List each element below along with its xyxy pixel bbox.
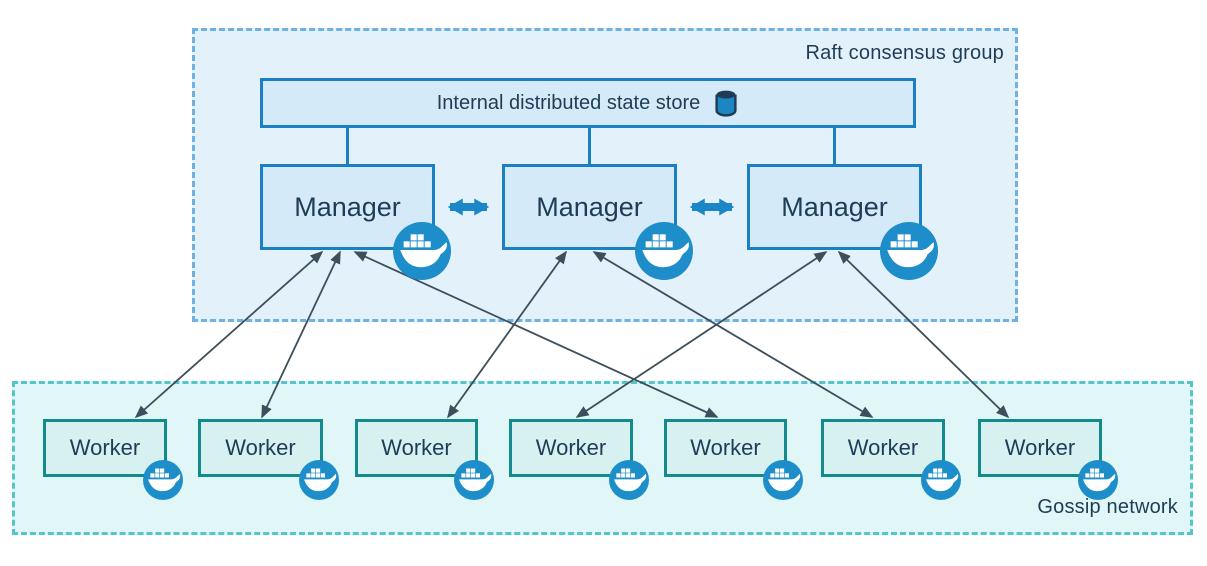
docker-whale-icon (393, 222, 451, 280)
docker-whale-icon (299, 460, 339, 500)
worker-4-box: Worker (509, 419, 633, 477)
worker-4-label: Worker (535, 435, 607, 460)
manager-1-box: Manager (260, 164, 435, 250)
worker-2-label: Worker (225, 435, 296, 460)
docker-whale-icon (880, 222, 938, 280)
state-store-label: Internal distributed state store (436, 91, 701, 114)
worker-7-label: Worker (1004, 435, 1076, 460)
docker-whale-icon (143, 460, 183, 500)
manager-2-box: Manager (502, 164, 677, 250)
manager-1-label: Manager (294, 191, 401, 222)
state-store-box: Internal distributed state store (260, 78, 916, 128)
docker-whale-icon (921, 460, 961, 500)
manager-2-label: Manager (536, 191, 643, 222)
docker-whale-icon (609, 460, 649, 500)
worker-5-box: Worker (664, 419, 787, 477)
docker-whale-icon (454, 460, 494, 500)
worker-1-box: Worker (43, 419, 167, 477)
worker-1-label: Worker (69, 435, 141, 460)
docker-whale-icon (763, 460, 803, 500)
docker-whale-icon (1078, 460, 1118, 500)
worker-7-box: Worker (978, 419, 1102, 477)
gossip-network-label: Gossip network (1037, 496, 1178, 518)
raft-group-label: Raft consensus group (805, 42, 1004, 64)
docker-whale-icon (635, 222, 693, 280)
worker-2-box: Worker (198, 419, 323, 477)
worker-3-box: Worker (355, 419, 478, 477)
worker-5-label: Worker (690, 435, 761, 460)
database-cylinder-icon (713, 88, 739, 118)
worker-6-box: Worker (821, 419, 945, 477)
worker-6-label: Worker (847, 435, 919, 460)
worker-3-label: Worker (381, 435, 452, 460)
manager-3-label: Manager (781, 191, 888, 222)
